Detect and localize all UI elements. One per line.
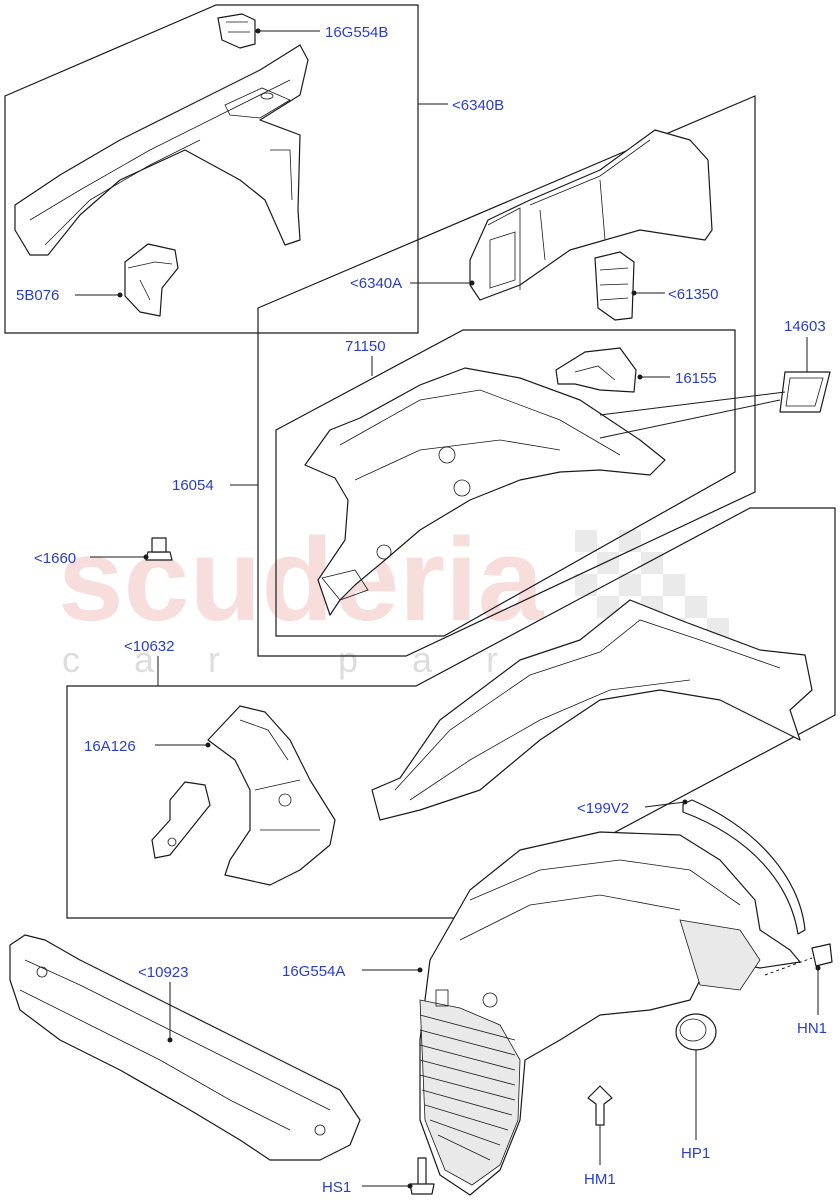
label-6340B: <6340B [452, 97, 504, 114]
label-16G554B: 16G554B [325, 24, 388, 41]
label-5B076: 5B076 [16, 287, 59, 304]
leader-lines [75, 28, 821, 1189]
part-6340A-apron [469, 129, 713, 301]
label-16155: 16155 [675, 370, 717, 387]
label-10632: <10632 [124, 638, 174, 655]
label-1660: <1660 [34, 550, 76, 567]
label-71150: 71150 [345, 338, 386, 355]
part-10923-rail [9, 934, 361, 1161]
label-16G554A: 16G554A [282, 963, 345, 980]
group-frame-16054 [257, 95, 756, 657]
label-HP1: HP1 [681, 1145, 710, 1162]
label-HM1: HM1 [584, 1171, 616, 1188]
watermark: scuderia car parts [58, 514, 729, 680]
label-6340A: <6340A [350, 275, 402, 292]
label-16A126: 16A126 [84, 738, 136, 755]
group-frame-10632 [66, 507, 836, 919]
part-5B076-bracket [124, 243, 179, 317]
label-61350: <61350 [668, 286, 718, 303]
part-16G554A-liner [419, 831, 801, 1196]
part-14603-seal [779, 371, 831, 413]
watermark-main: scuderia [58, 514, 545, 646]
part-16A126-bracket [207, 705, 336, 886]
part-16155-duct [555, 347, 637, 393]
part-labels: 16G554B <6340B 5B076 <6340A <61350 14603… [16, 24, 827, 1196]
part-199V2-strip [682, 799, 806, 935]
part-bracket-small [151, 781, 211, 859]
label-16054: 16054 [172, 477, 214, 494]
part-HS1-screw [409, 1157, 435, 1195]
part-6340B-apron-upper [14, 44, 309, 256]
label-HN1: HN1 [797, 1020, 827, 1037]
part-HN1-clip [811, 943, 833, 967]
group-frame-6340B [4, 4, 419, 334]
part-HP1-plug [675, 1013, 717, 1051]
part-10632-member [371, 599, 813, 821]
label-199V2: <199V2 [577, 800, 629, 817]
part-61350-bracket [594, 251, 635, 321]
part-16G554B-clip [217, 13, 256, 49]
part-HM1-push-clip [587, 1085, 613, 1126]
label-10923: <10923 [138, 964, 188, 981]
part-1660-bolt [145, 537, 173, 561]
group-frame-71150 [275, 329, 736, 637]
part-71150-wheelhouse [304, 367, 666, 616]
label-HS1: HS1 [322, 1179, 351, 1196]
label-14603: 14603 [784, 318, 826, 335]
